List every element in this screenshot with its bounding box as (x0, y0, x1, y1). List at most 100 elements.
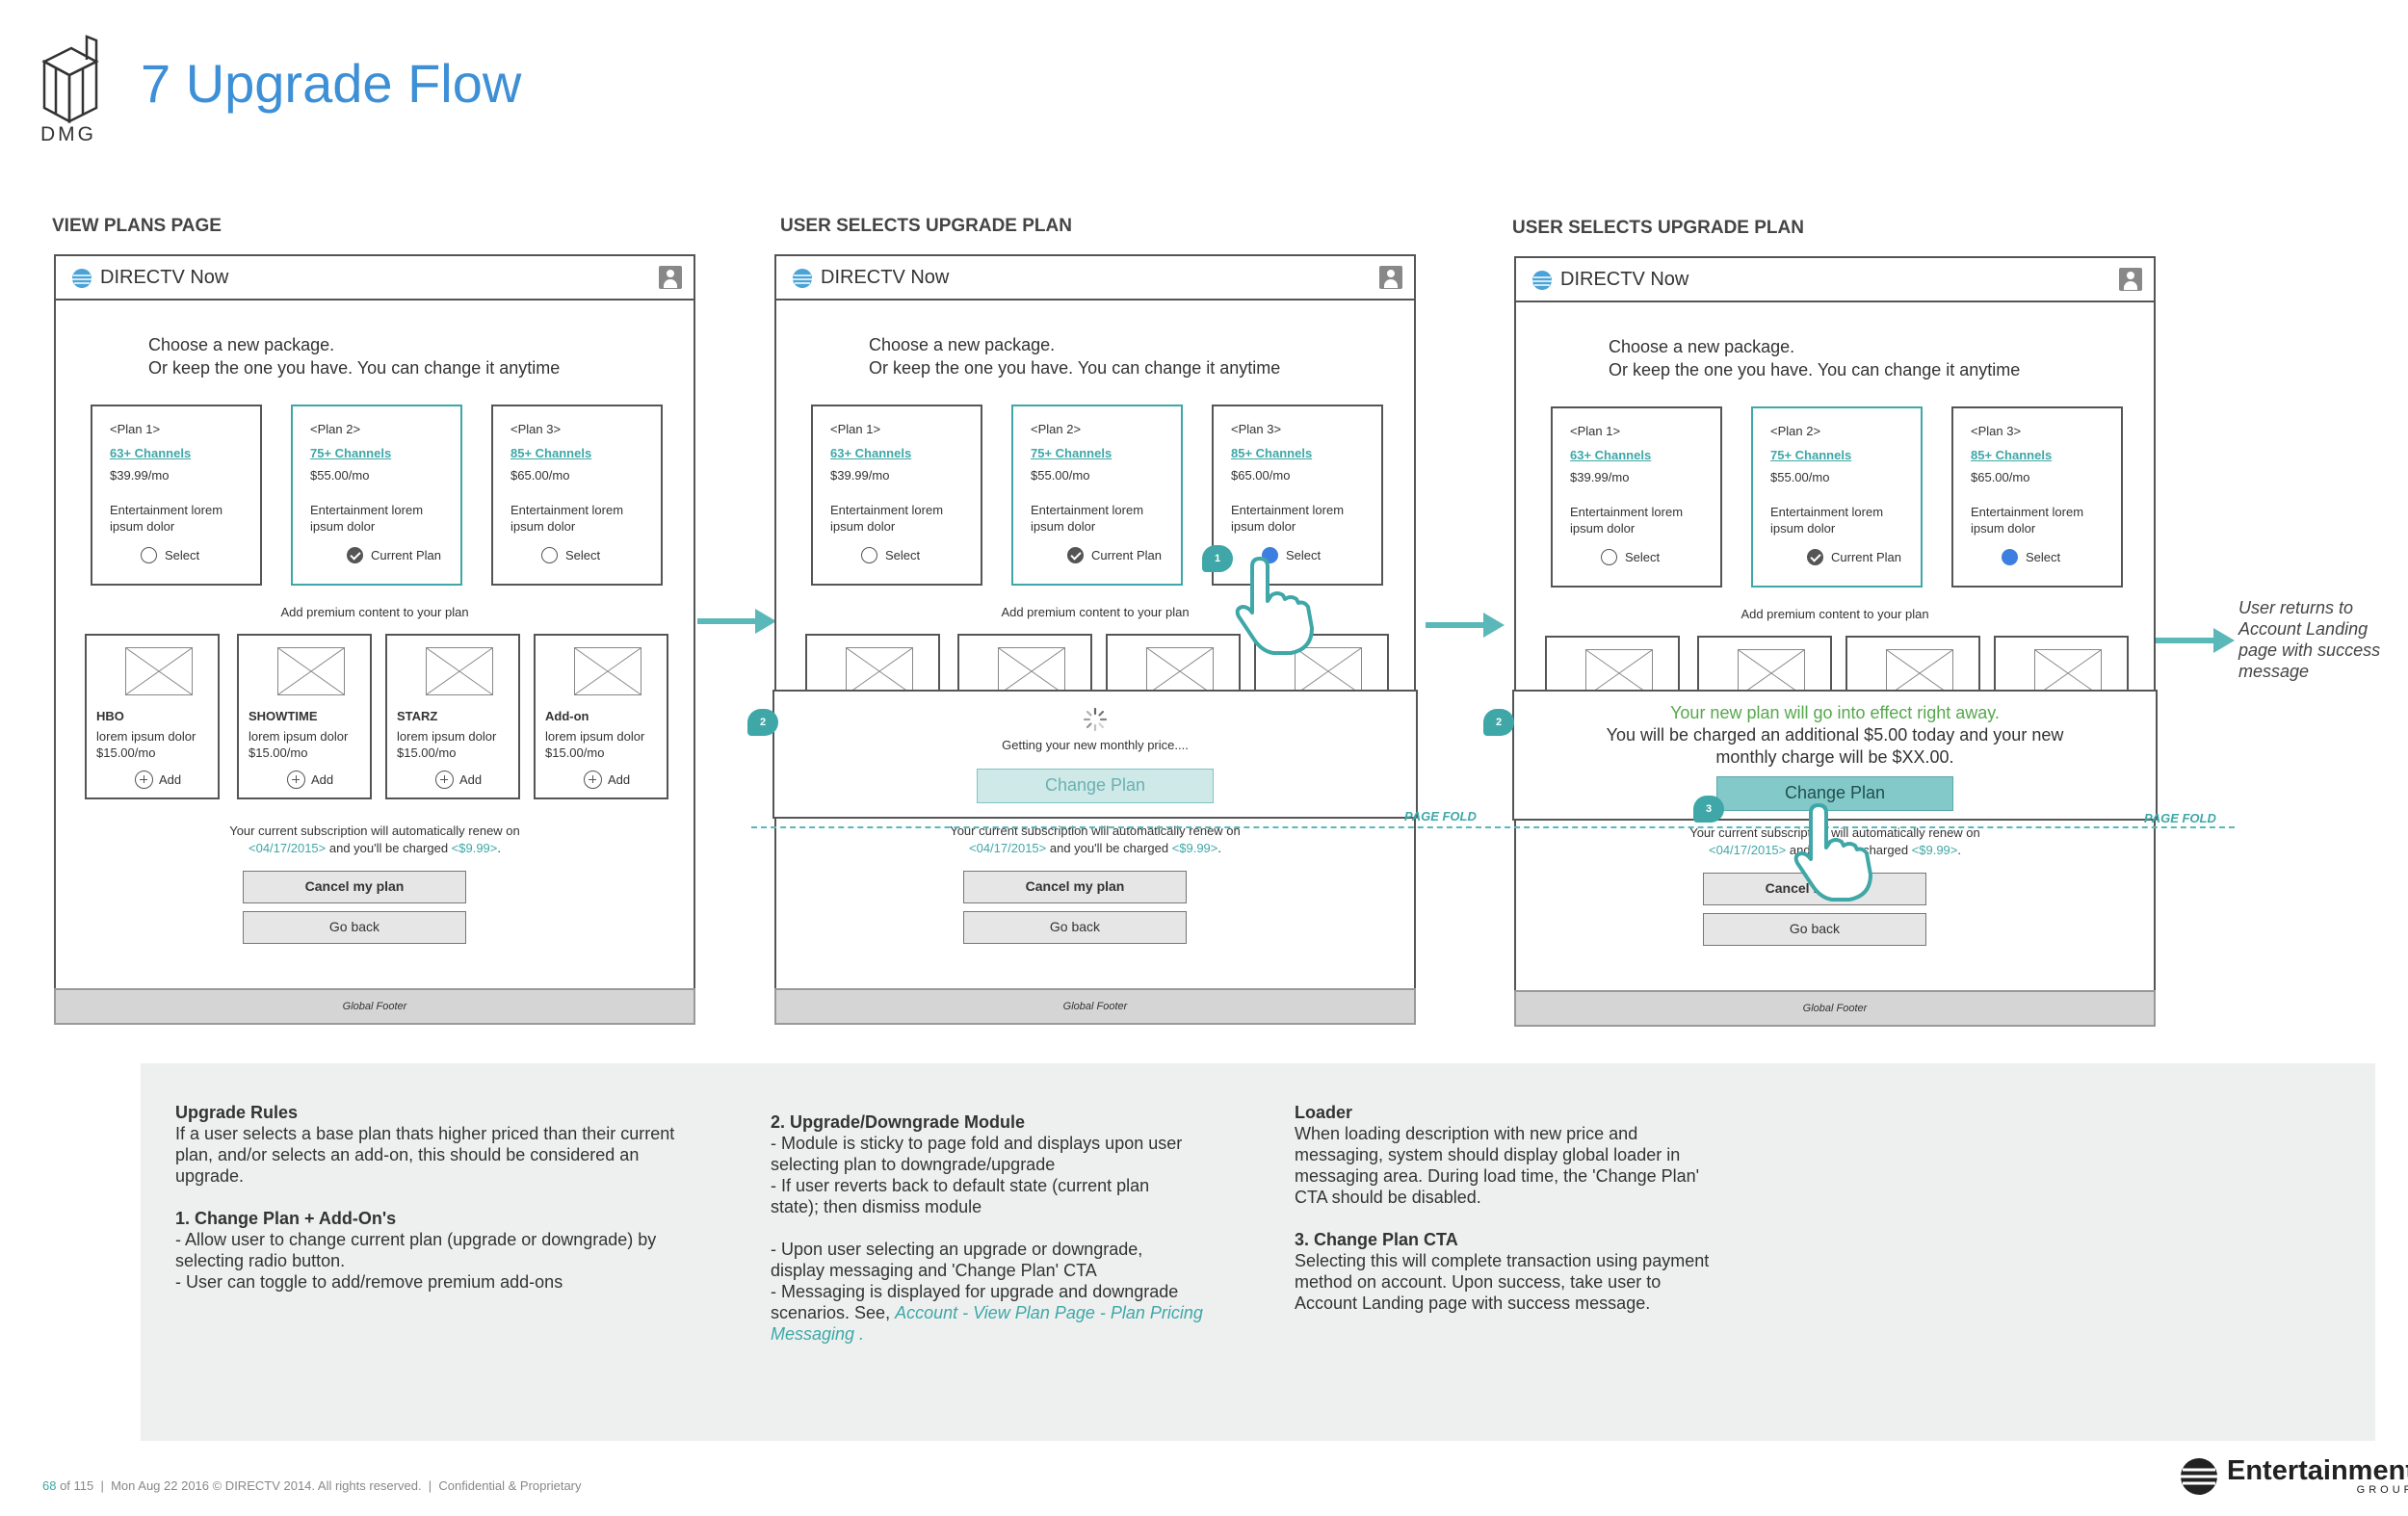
addon-name: STARZ (397, 709, 438, 723)
plan-card-2[interactable]: <Plan 2> 75+ Channels $55.00/mo Entertai… (291, 405, 462, 586)
ent-logo-name: Entertainment (2227, 1455, 2408, 1486)
plan-price: $55.00/mo (1031, 468, 1090, 483)
plus-circle-icon (584, 771, 602, 789)
brand[interactable]: DIRECTV Now (1531, 269, 1688, 291)
notes-heading: 3. Change Plan CTA (1295, 1230, 1458, 1249)
page-footer-info: 68 of 115 | Mon Aug 22 2016 © DIRECTV 20… (42, 1478, 582, 1493)
plan-select-radio[interactable]: Select (1601, 549, 1660, 565)
addon-name: SHOWTIME (249, 709, 318, 723)
page-fold-label: PAGE FOLD (1404, 809, 1477, 823)
plan-select-radio[interactable]: Select (141, 547, 199, 563)
go-back-button[interactable]: Go back (243, 911, 466, 944)
plan-channels-link[interactable]: 75+ Channels (1031, 446, 1112, 460)
current-plan-indicator[interactable]: Current Plan (1807, 549, 1901, 565)
addon-card-hbo[interactable]: HBO lorem ipsum dolor$15.00/mo Add (85, 634, 220, 799)
current-plan-indicator[interactable]: Current Plan (1067, 547, 1162, 563)
addon-add-button[interactable]: Add (435, 771, 482, 789)
radio-icon (541, 547, 558, 563)
plan-pricing-link[interactable]: Account - View Plan Page - Plan Pricing (895, 1303, 1203, 1322)
plan-channels-link[interactable]: 63+ Channels (1570, 448, 1652, 462)
notes-heading: 1. Change Plan + Add-On's (175, 1209, 397, 1228)
notes-panel: Upgrade Rules If a user selects a base p… (141, 1063, 2375, 1441)
intro-line-1: Choose a new package. (869, 335, 1056, 354)
user-icon[interactable] (659, 266, 682, 289)
upgrade-module-success: Your new plan will go into effect right … (1512, 690, 2158, 821)
radio-selected-icon (2002, 549, 2018, 565)
plus-circle-icon (135, 771, 153, 789)
go-back-button[interactable]: Go back (1703, 913, 1926, 946)
plan-card-1[interactable]: <Plan 1> 63+ Channels $39.99/mo Entertai… (91, 405, 262, 586)
plan-card-2[interactable]: <Plan 2> 75+ Channels $55.00/mo Entertai… (1751, 406, 1923, 588)
plan-select-radio[interactable]: Select (861, 547, 920, 563)
addon-add-button[interactable]: Add (287, 771, 333, 789)
user-icon[interactable] (1379, 266, 1402, 289)
notes-column-1: Upgrade Rules If a user selects a base p… (175, 1102, 753, 1293)
brand[interactable]: DIRECTV Now (71, 267, 228, 289)
plan-name: <Plan 2> (1770, 424, 1821, 438)
hand-pointer-icon (1793, 803, 1872, 902)
image-placeholder-icon (846, 647, 913, 695)
plan-card-3[interactable]: <Plan 3> 85+ Channels $65.00/mo Entertai… (491, 405, 663, 586)
notes-column-3: Loader When loading description with new… (1295, 1102, 1776, 1314)
plan-name: <Plan 1> (830, 422, 881, 436)
plan-card-1[interactable]: <Plan 1> 63+ Channels $39.99/mo Entertai… (811, 405, 982, 586)
change-plan-button[interactable]: Change Plan (1716, 776, 1953, 811)
addon-desc: lorem ipsum dolor$15.00/mo (96, 729, 196, 760)
loader-text: Getting your new monthly price.... (1002, 738, 1189, 752)
plan-card-3[interactable]: <Plan 3> 85+ Channels $65.00/mo Entertai… (1951, 406, 2123, 588)
plan-select-radio[interactable]: Select (2002, 549, 2060, 565)
addon-card-generic[interactable]: Add-on lorem ipsum dolor$15.00/mo Add (534, 634, 668, 799)
side-note: User returns to Account Landing page wit… (2238, 598, 2381, 681)
ent-logo-group: GROUP (2356, 1484, 2408, 1496)
plan-select-radio[interactable]: Select (541, 547, 600, 563)
plan-pricing-link-cont[interactable]: Messaging . (771, 1324, 865, 1344)
addon-add-button[interactable]: Add (135, 771, 181, 789)
cancel-plan-button[interactable]: Cancel my plan (243, 871, 466, 903)
addon-desc: lorem ipsum dolor$15.00/mo (545, 729, 645, 760)
plan-name: <Plan 2> (310, 422, 361, 436)
current-plan-indicator[interactable]: Current Plan (347, 547, 441, 563)
change-plan-button-disabled[interactable]: Change Plan (977, 769, 1214, 803)
intro-line-2: Or keep the one you have. You can change… (148, 358, 561, 378)
plan-name: <Plan 1> (1570, 424, 1621, 438)
image-placeholder-icon (277, 647, 345, 695)
intro-text: Choose a new package. Or keep the one yo… (869, 333, 1280, 379)
intro-line-1: Choose a new package. (148, 335, 335, 354)
screen-1-title: VIEW PLANS PAGE (52, 216, 222, 236)
plan-channels-link[interactable]: 63+ Channels (830, 446, 912, 460)
user-icon[interactable] (2119, 268, 2142, 291)
plan-channels-link[interactable]: 63+ Channels (110, 446, 192, 460)
plan-channels-link[interactable]: 75+ Channels (310, 446, 392, 460)
image-placeholder-icon (426, 647, 493, 695)
plan-card-2[interactable]: <Plan 2> 75+ Channels $55.00/mo Entertai… (1011, 405, 1183, 586)
plus-circle-icon (435, 771, 454, 789)
plan-card-1[interactable]: <Plan 1> 63+ Channels $39.99/mo Entertai… (1551, 406, 1722, 588)
cancel-plan-button[interactable]: Cancel my plan (963, 871, 1187, 903)
addon-card-showtime[interactable]: SHOWTIME lorem ipsum dolor$15.00/mo Add (237, 634, 372, 799)
addon-card-starz[interactable]: STARZ lorem ipsum dolor$15.00/mo Add (385, 634, 520, 799)
intro-line-1: Choose a new package. (1609, 337, 1795, 356)
addon-add-button[interactable]: Add (584, 771, 630, 789)
plan-card-3[interactable]: <Plan 3> 85+ Channels $65.00/mo Entertai… (1212, 405, 1383, 586)
att-globe-icon (793, 268, 812, 288)
check-circle-icon (347, 547, 363, 563)
screen-1-frame: DIRECTV Now Choose a new package. Or kee… (54, 254, 695, 1025)
plan-channels-link[interactable]: 85+ Channels (1971, 448, 2053, 462)
radio-icon (861, 547, 877, 563)
intro-line-2: Or keep the one you have. You can change… (869, 358, 1281, 378)
plan-channels-link[interactable]: 85+ Channels (510, 446, 592, 460)
att-globe-icon (2181, 1458, 2217, 1495)
plan-channels-link[interactable]: 75+ Channels (1770, 448, 1852, 462)
go-back-button[interactable]: Go back (963, 911, 1187, 944)
global-footer: Global Footer (1514, 990, 2156, 1027)
step-badge-3: 3 (1693, 796, 1724, 823)
charge-message: You will be charged an additional $5.00 … (1606, 725, 2064, 767)
brand[interactable]: DIRECTV Now (792, 267, 949, 289)
app-header: DIRECTV Now (56, 256, 694, 301)
plan-channels-link[interactable]: 85+ Channels (1231, 446, 1313, 460)
screen-3-frame: DIRECTV Now Choose a new package. Or kee… (1512, 256, 2158, 1027)
page-title: 7 Upgrade Flow (141, 53, 522, 114)
